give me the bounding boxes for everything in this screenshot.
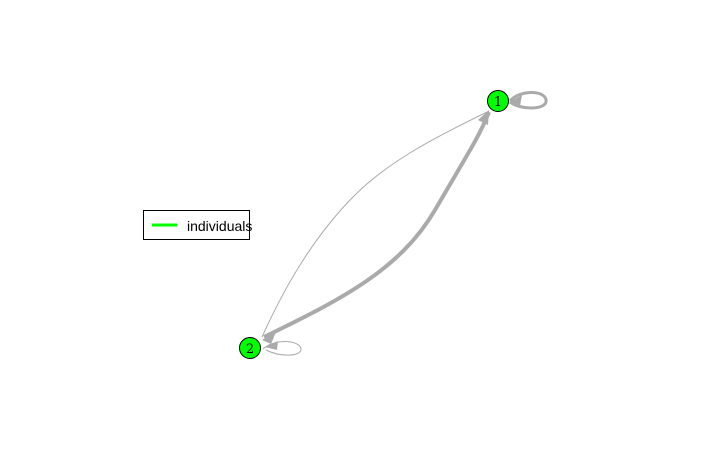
edge-1-to-2-arrowhead bbox=[262, 332, 276, 344]
node-2-label: 2 bbox=[246, 342, 254, 357]
node-1: 1 bbox=[487, 90, 509, 112]
legend-label-individuals: individuals bbox=[187, 218, 252, 234]
node-2-circle bbox=[239, 337, 261, 359]
node-1-label: 1 bbox=[494, 95, 502, 110]
edge-1-loop-arrowhead bbox=[509, 95, 522, 106]
edge-2-to-1-arrowhead bbox=[478, 110, 489, 125]
legend: individuals bbox=[143, 210, 252, 240]
edge-2-loop bbox=[262, 341, 302, 356]
edge-1-to-2 bbox=[261, 111, 488, 338]
node-1-circle bbox=[487, 90, 509, 112]
edge-1-loop bbox=[508, 91, 548, 110]
edge-2-loop-arrowhead bbox=[265, 341, 278, 350]
node-2: 2 bbox=[239, 337, 261, 359]
legend-box bbox=[143, 210, 250, 240]
edge-2-to-1 bbox=[263, 111, 491, 339]
